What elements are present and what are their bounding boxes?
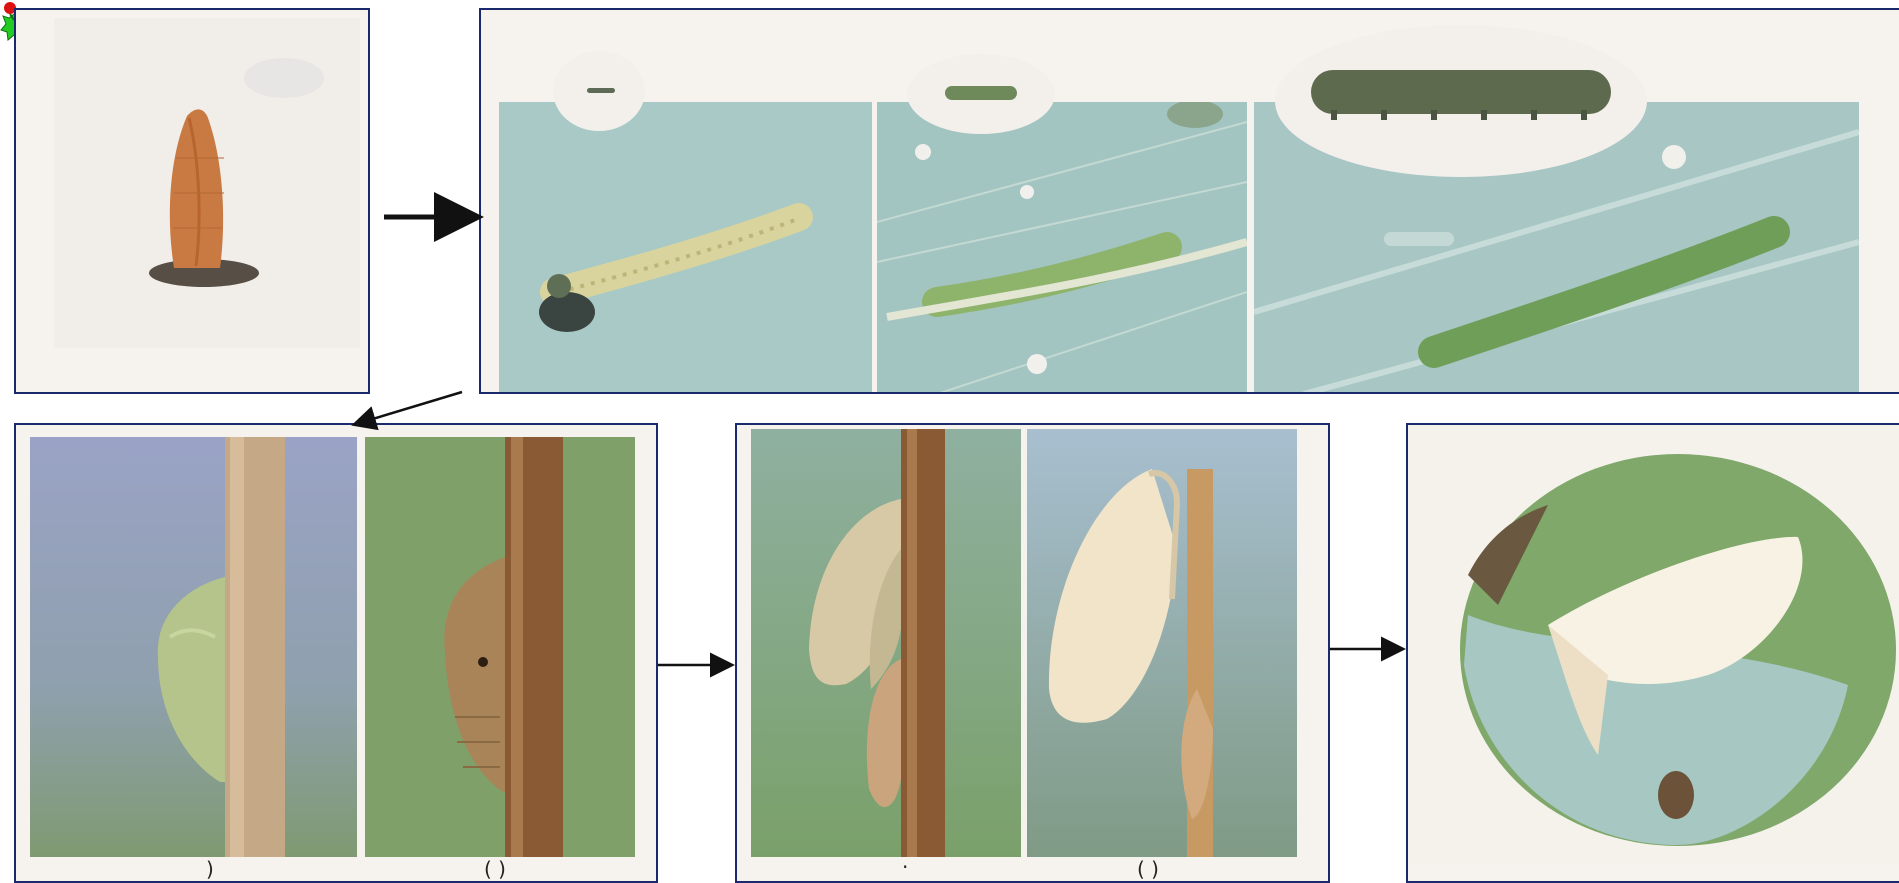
emergence-caption-b: ( )	[1137, 857, 1159, 881]
emergence-panel: · ( )	[735, 423, 1330, 883]
larva-photo-1	[499, 102, 872, 394]
larva-inset-3	[1271, 20, 1651, 182]
emergence-photo-2	[1027, 429, 1297, 857]
pupa-caption-b: ( )	[484, 857, 506, 881]
larva-inset-2	[903, 50, 1059, 138]
emergence-photo-1	[751, 429, 1021, 857]
pupa-photo-brown	[365, 437, 635, 857]
emergence-caption-a: ·	[902, 855, 908, 879]
egg-photo	[54, 18, 360, 348]
pupa-panel: ) ( )	[14, 423, 658, 883]
adult-panel	[1406, 423, 1899, 883]
larva-photo-2	[877, 102, 1247, 394]
adult-photo	[1408, 425, 1898, 865]
larva-inset-1	[549, 48, 649, 134]
pupa-photo-green	[30, 437, 357, 857]
larva-panel	[479, 8, 1899, 394]
pupa-caption-a: )	[206, 857, 214, 881]
right-arrow-icon	[356, 392, 462, 424]
egg-panel	[14, 8, 370, 394]
